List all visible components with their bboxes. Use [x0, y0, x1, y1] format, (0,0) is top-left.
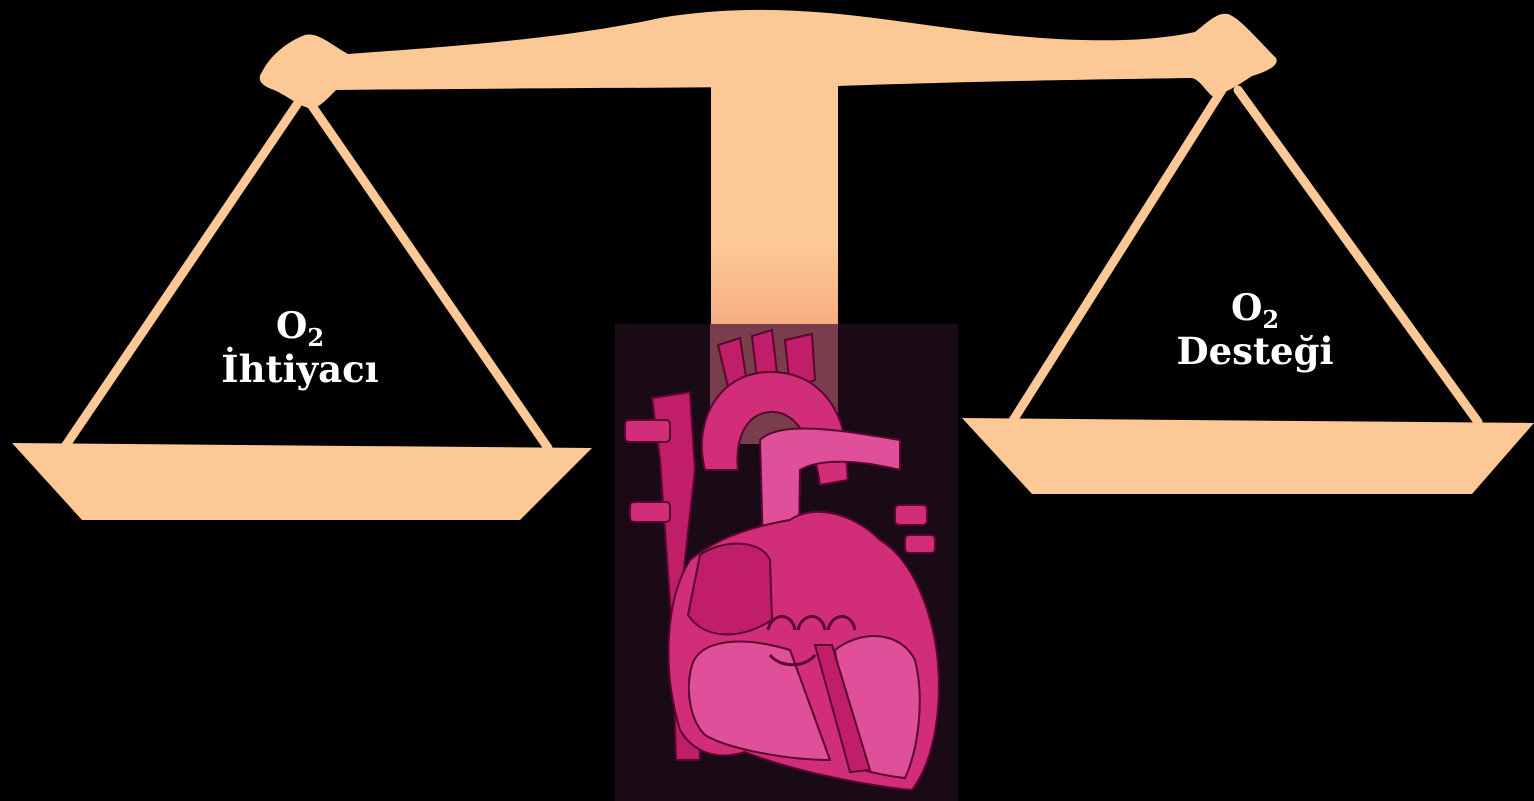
o2-demand-label: O2 İhtiyacı: [185, 308, 415, 389]
right-pan: [962, 418, 1534, 494]
left-string-outer: [64, 100, 300, 448]
o2-supply-label: O2 Desteği: [1140, 290, 1370, 371]
left-pan: [12, 443, 592, 520]
supply-word: Desteği: [1140, 332, 1370, 371]
o2-symbol-right: O2: [1140, 290, 1370, 332]
o2-symbol-left: O2: [185, 308, 415, 350]
heart-anatomy-icon: [615, 324, 958, 801]
demand-word: İhtiyacı: [185, 350, 415, 389]
left-string-inner: [308, 100, 548, 448]
